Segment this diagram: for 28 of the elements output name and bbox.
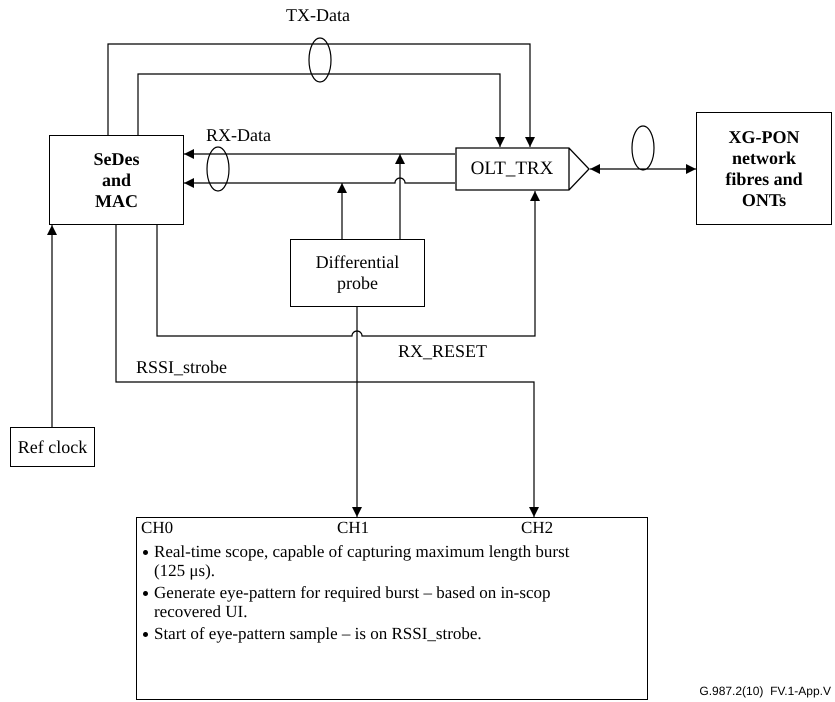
block-label: XG-PON network fibres and ONTs: [724, 126, 804, 210]
block-box: [10, 427, 95, 467]
bullet-text: Start of eye-pattern sample – is on RSSI_strobe.: [154, 624, 482, 643]
oscilloscope-box: [136, 517, 648, 700]
block-label: Differential probe: [314, 252, 400, 294]
block-label: Ref clock: [16, 436, 88, 458]
arrow: [590, 164, 696, 174]
block-box: [49, 135, 184, 225]
block-label: OLT_TRX: [470, 156, 554, 181]
arrow: [107, 43, 535, 147]
arrow: [115, 225, 539, 517]
arrow: [156, 191, 540, 337]
arrow: [352, 307, 362, 517]
block-label: SeDes and MAC: [92, 148, 140, 212]
arrow: [184, 177, 455, 188]
arrow: [337, 183, 347, 239]
arrow: [184, 149, 455, 159]
channel-label: CH0: [141, 518, 174, 538]
bullet-text: Generate eye-pattern for required burst – based on in-scop recovered UI.: [154, 583, 552, 621]
block-box: [290, 239, 425, 307]
bullet-text: Real-time scope, capable of capturing maximum length burst (125 μs).: [154, 542, 570, 580]
channel-label: CH1: [337, 518, 370, 538]
channel-label: CH2: [521, 518, 554, 538]
arrow: [47, 225, 57, 427]
arrow: [395, 154, 405, 239]
figure-id: G.987.2(10) FV.1-App.V: [699, 683, 831, 700]
block-box: [696, 112, 832, 225]
arrow: [137, 73, 505, 147]
